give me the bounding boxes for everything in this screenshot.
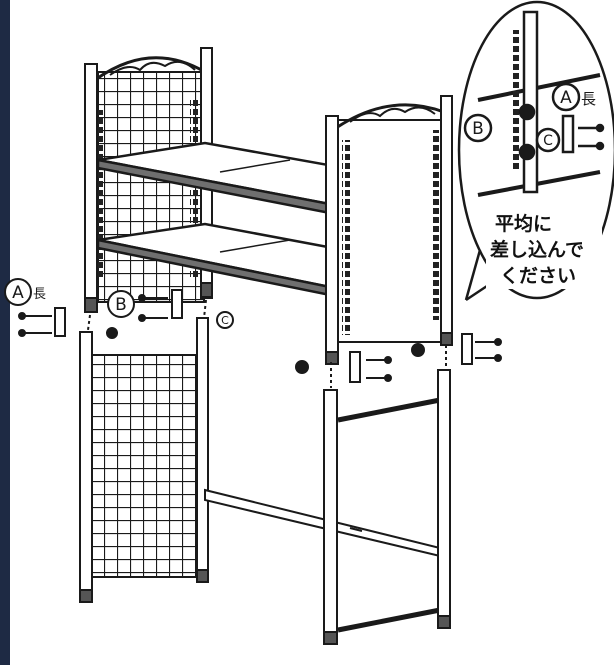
left-upper-arch xyxy=(94,56,206,82)
callout-text-line2: 差し込んで xyxy=(490,238,584,261)
left-lower-post-back xyxy=(196,317,209,581)
left-upper-post-front xyxy=(84,63,98,301)
label-c-inset: C xyxy=(543,133,553,149)
circle-a-inset-icon xyxy=(551,82,581,112)
label-a-left-suffix: 長 xyxy=(33,287,46,302)
label-b-left: B xyxy=(115,295,127,315)
left-upper-rail-holes-right xyxy=(190,100,198,280)
callout-text-line1: 平均に xyxy=(495,212,552,235)
right-upper-post-front xyxy=(325,115,339,363)
right-lower-post-back xyxy=(437,369,451,627)
circle-c-left-icon xyxy=(216,311,234,329)
circle-b-inset-icon xyxy=(463,113,493,143)
inset-post xyxy=(522,10,539,194)
right-lower-post-front xyxy=(323,389,338,641)
left-edge-bar xyxy=(0,0,10,665)
label-a-left: A xyxy=(12,283,24,303)
circle-b-left-icon xyxy=(107,290,135,318)
left-lower-mesh xyxy=(91,354,203,578)
lower-crossbar xyxy=(204,488,441,558)
callout-text-line3: ください xyxy=(500,265,576,287)
right-upper-post-back xyxy=(440,95,453,343)
left-upper-rail-holes xyxy=(95,110,103,280)
left-lower-post-front xyxy=(79,331,93,601)
right-connector-hardware xyxy=(295,333,502,388)
label-b-inset: B xyxy=(472,119,484,139)
label-c-left: C xyxy=(221,314,229,327)
right-upper-panel xyxy=(337,119,444,343)
circle-a-left-icon xyxy=(4,278,32,306)
label-a-inset: A xyxy=(560,88,572,108)
right-upper-arch xyxy=(335,103,445,130)
label-a-inset-suffix: 長 xyxy=(581,90,596,108)
right-upper-frame xyxy=(325,95,453,365)
left-connector-hardware xyxy=(4,278,234,339)
circle-c-inset-icon xyxy=(535,127,561,153)
left-lower-frame xyxy=(79,317,209,603)
right-lower-frame xyxy=(323,369,451,645)
